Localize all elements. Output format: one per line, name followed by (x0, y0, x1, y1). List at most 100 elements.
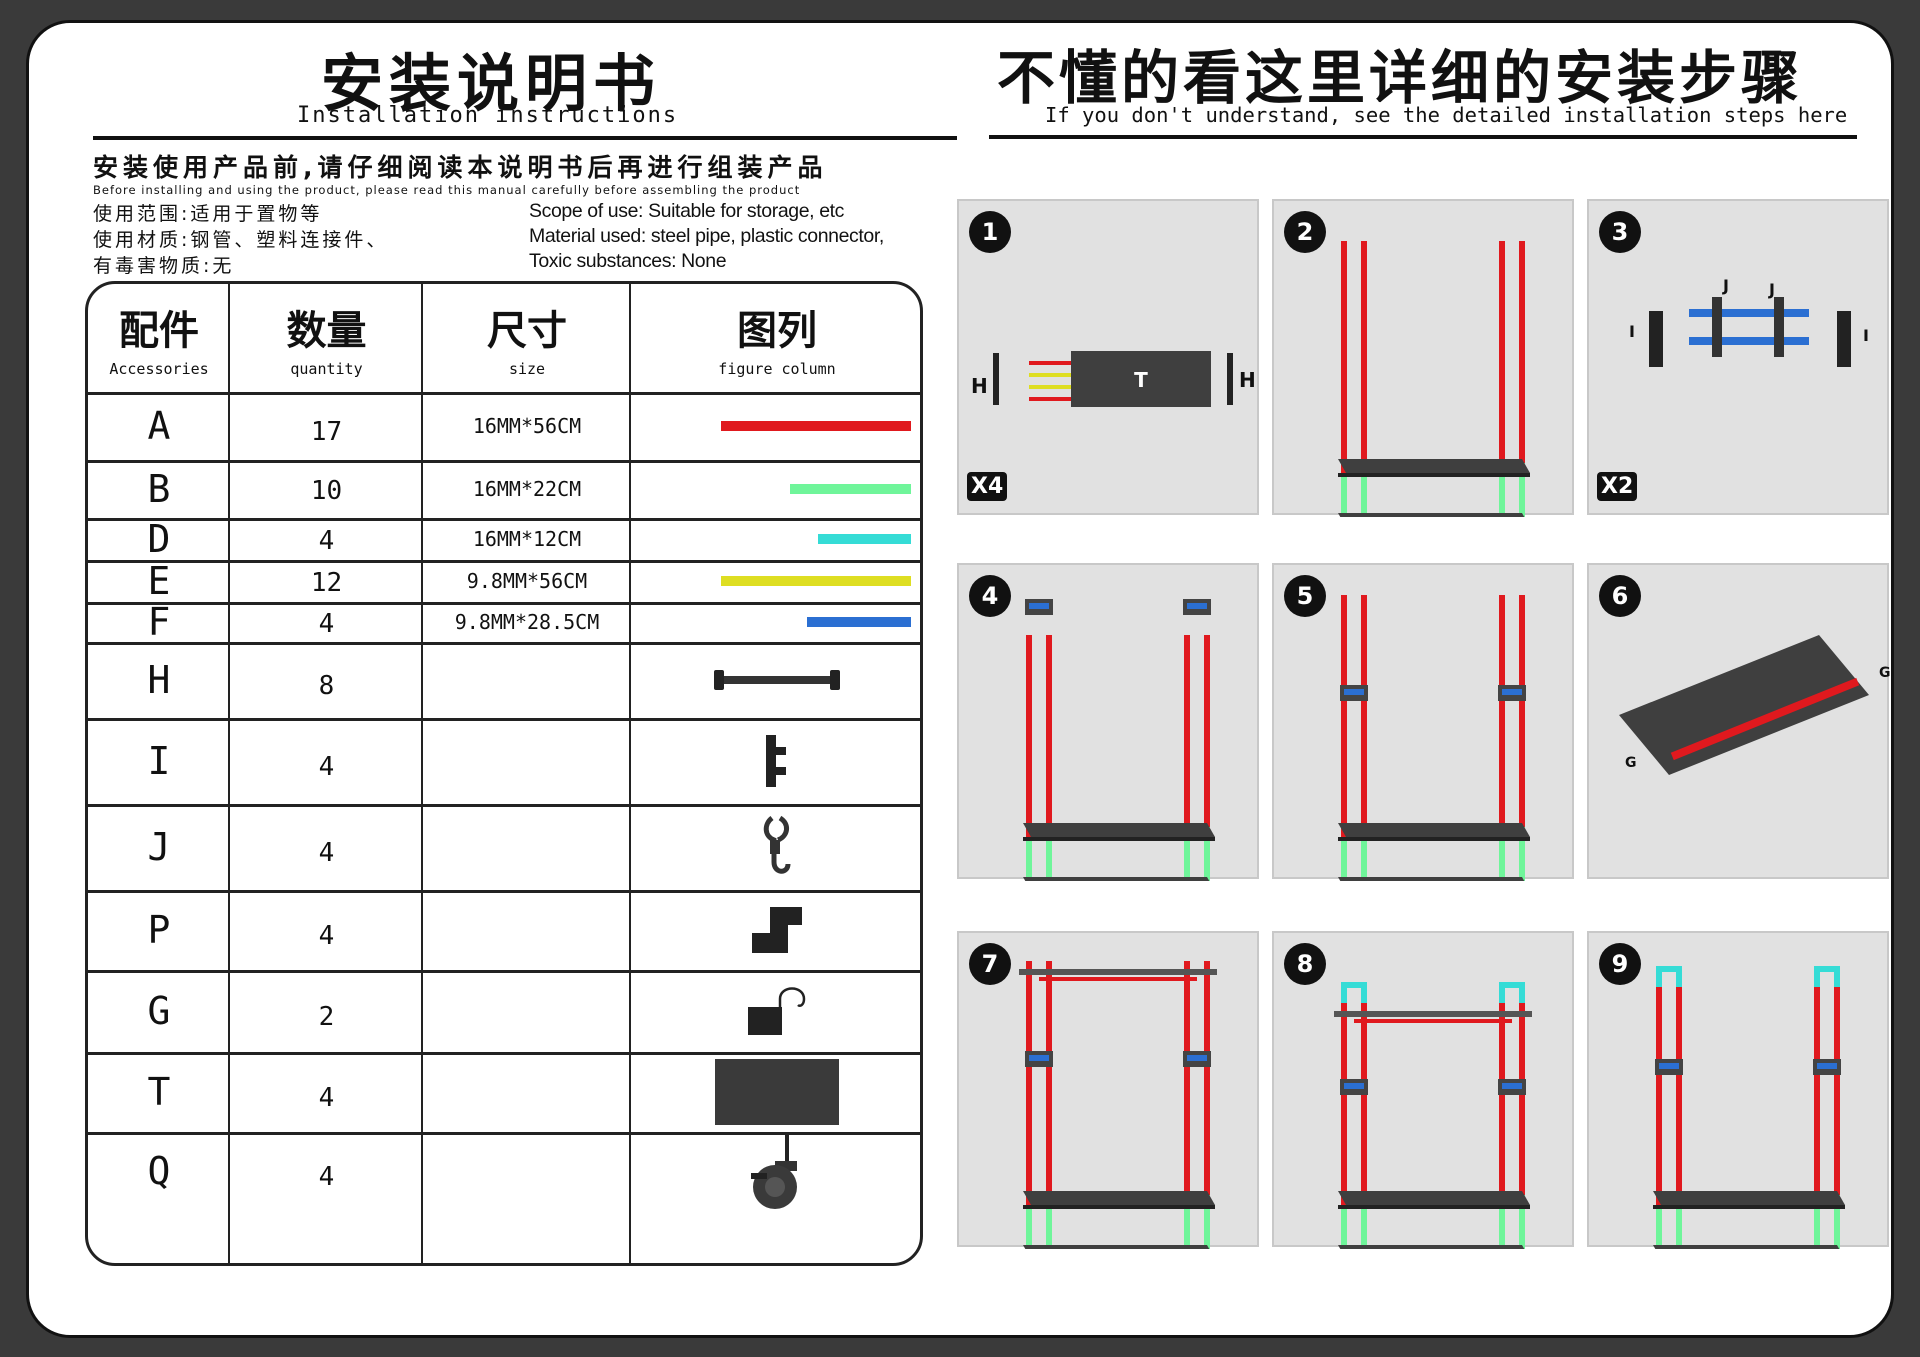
part-size (423, 642, 631, 718)
header-size: 尺寸 size (423, 284, 631, 392)
part-quantity: 4 (318, 838, 335, 868)
part-quantity: 4 (318, 752, 335, 782)
column-divider (629, 284, 631, 1263)
right-title-en: If you don't understand, see the detaile… (1045, 103, 1848, 127)
part-quantity: 4 (318, 921, 335, 951)
header-en: size (508, 360, 546, 378)
header-cn: 数量 (286, 308, 367, 354)
blue-tube (631, 602, 920, 642)
header-figure: 图列 figure column (631, 284, 920, 392)
part-letter: Q (147, 1148, 171, 1193)
step-illustration: T H H (971, 351, 1256, 407)
step-illustration (1338, 241, 1530, 517)
parts-table: 配件 Accessories 数量 quantity 尺寸 size 图列 fi… (85, 281, 923, 1266)
part-size (423, 970, 631, 1052)
part-letter: J (147, 825, 171, 869)
table-row: F 4 9.8MM*28.5CM (88, 600, 920, 644)
red-tube (631, 392, 920, 460)
row-divider (88, 602, 920, 605)
part-size (423, 890, 631, 970)
part-quantity: 4 (318, 609, 335, 639)
part-letter: P (147, 908, 171, 952)
part-letter: E (147, 559, 171, 603)
row-divider (88, 970, 920, 973)
right-title-cn: 不懂的看这里详细的安装步骤 (997, 44, 1804, 112)
h-connector-icon (631, 642, 920, 718)
spec-en-line: Toxic substances: None (529, 250, 727, 272)
step-multiplier-badge: X2 (1597, 472, 1638, 501)
t-shelf-board-icon (631, 1052, 920, 1132)
svg-text:G: G (1879, 665, 1891, 681)
part-letter: B (147, 467, 171, 511)
svg-text:H: H (1239, 368, 1256, 392)
part-quantity: 4 (318, 1083, 335, 1113)
part-quantity: 12 (310, 568, 343, 598)
left-title-cn: 安装说明书 (321, 47, 662, 120)
spec-en-line: Material used: steel pipe, plastic conne… (529, 225, 884, 247)
step-9-panel: 9 (1587, 931, 1889, 1249)
header-cn: 尺寸 (487, 308, 567, 354)
p-elbow-icon (631, 890, 920, 970)
step-number-badge: 2 (1284, 211, 1326, 253)
part-letter: D (147, 517, 171, 561)
right-header-rule (989, 135, 1857, 139)
q-caster-wheel-icon (631, 1132, 920, 1209)
step-8-panel: 8 (1272, 931, 1574, 1249)
step-number-badge: 9 (1599, 943, 1641, 985)
header-en: Accessories (109, 360, 209, 378)
step-illustration (1653, 966, 1845, 1249)
svg-text:J: J (1722, 276, 1729, 295)
row-divider (88, 518, 920, 521)
tube-bar (721, 576, 911, 586)
svg-text:J: J (1768, 280, 1775, 299)
spec-cn-line: 使用范围:适用于置物等 (93, 203, 323, 225)
svg-text:G: G (1625, 755, 1637, 771)
step-number-badge: 3 (1599, 211, 1641, 253)
table-row: E 12 9.8MM*56CM (88, 559, 920, 603)
step-number-badge: 7 (969, 943, 1011, 985)
column-divider (421, 284, 423, 1263)
part-size: 9.8MM*56CM (466, 569, 588, 593)
spec-cn-line: 使用材质:钢管、塑料连接件、 (93, 229, 389, 251)
step-5-panel: 5 (1272, 563, 1574, 881)
table-row: D 4 16MM*12CM (88, 517, 920, 561)
row-divider (88, 1052, 920, 1055)
part-size (423, 718, 631, 804)
part-letter: I (147, 739, 171, 783)
step-number-badge: 1 (969, 211, 1011, 253)
green-tube (631, 460, 920, 518)
part-size: 9.8MM*28.5CM (454, 610, 600, 634)
spec-en-block: Scope of use: Suitable for storage, etc … (529, 199, 884, 274)
part-quantity: 2 (318, 1002, 335, 1032)
step-number-badge: 5 (1284, 575, 1326, 617)
left-title-en: Installation instructions (297, 103, 679, 128)
notice-en: Before installing and using the product,… (93, 183, 801, 197)
spec-en-line: Scope of use: Suitable for storage, etc (529, 200, 845, 222)
step-multiplier-badge: X4 (967, 472, 1008, 501)
step-number-badge: 8 (1284, 943, 1326, 985)
part-letter: T (147, 1070, 171, 1114)
header-cn: 图列 (737, 308, 817, 354)
header-en: figure column (718, 360, 836, 378)
row-divider (88, 1132, 920, 1135)
row-divider (88, 718, 920, 721)
step-2-panel: 2 (1272, 199, 1574, 517)
column-divider (228, 284, 230, 1263)
instruction-sheet: 安装说明书 Installation instructions 安装使用产品前,… (26, 20, 1894, 1338)
row-divider (88, 642, 920, 645)
part-size (423, 1052, 631, 1132)
row-divider (88, 392, 920, 395)
part-size: 16MM*12CM (472, 527, 582, 551)
step-number-badge: 4 (969, 575, 1011, 617)
notice-cn: 安装使用产品前,请仔细阅读本说明书后再进行组装产品 (93, 153, 828, 182)
part-letter: F (147, 600, 171, 644)
step-number-badge: 6 (1599, 575, 1641, 617)
part-quantity: 4 (318, 526, 335, 556)
header-quantity: 数量 quantity (230, 284, 423, 392)
